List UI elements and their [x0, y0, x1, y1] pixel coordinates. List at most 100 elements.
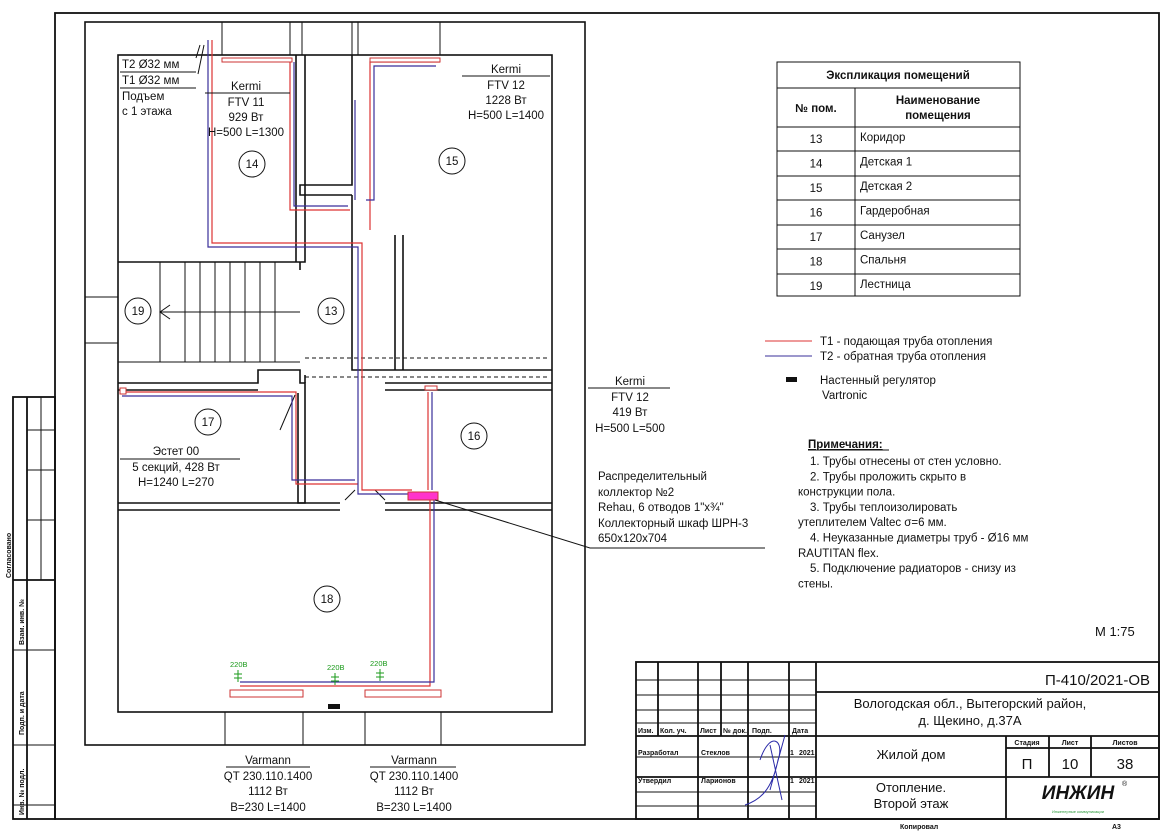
room-name-cell: Санузел [860, 230, 905, 242]
note-line: стены. [798, 578, 833, 590]
radiator-14 [221, 57, 293, 63]
riser-t2: T2 Ø32 мм [122, 59, 179, 71]
approver-name: Ларионов [701, 778, 736, 785]
tb-header: Лист [700, 728, 717, 735]
room-name-cell: Гардеробная [860, 206, 930, 218]
note-line: 3. Трубы теплоизолировать [810, 502, 957, 514]
stamp-inv-original: Инв. № подл. [18, 768, 26, 815]
object-name: Жилой дом [877, 747, 946, 762]
stamp-sign-date: Подп. и дата [19, 691, 26, 735]
return-pipes [122, 40, 436, 683]
company-logo-sub: Инженерные коммуникации [1052, 809, 1104, 814]
stage-label: Стадия [1014, 740, 1039, 747]
room-num-cell: 19 [810, 281, 823, 293]
window [364, 711, 442, 746]
riser-note: Подъем [122, 91, 164, 103]
notes-title: Примечания: [808, 439, 883, 451]
radiator-label-18b: Varmann QT 230.110.1400 1112 Вт B=230 L=… [370, 755, 458, 814]
label-line: 1112 Вт [394, 786, 434, 798]
label-line: Varmann [391, 755, 437, 767]
stamp-agreed: Согласовано [6, 533, 13, 578]
developer-day: 1 [790, 750, 794, 757]
collector-cabinet [407, 491, 439, 501]
radiator-label-14: Kermi FTV 11 929 Вт H=500 L=1300 [205, 81, 290, 139]
legend-regulator: Настенный регулятор [820, 375, 936, 387]
label-line: Rehau, 6 отводов 1"х¾" [598, 502, 724, 514]
label-line: коллектор №2 [598, 487, 674, 499]
radiator-18b [364, 689, 442, 698]
room-19: 19 [132, 306, 145, 318]
label-line: Kermi [491, 64, 521, 76]
label-line: FTV 11 [228, 97, 265, 109]
room-num-cell: 13 [810, 134, 823, 146]
room-num-cell: 18 [810, 257, 823, 269]
shaft [301, 21, 353, 56]
role-developer: Разработал [638, 749, 678, 757]
power-label: 220В [230, 660, 248, 669]
legend-t1: Т1 - подающая труба отопления [820, 336, 992, 348]
radiator-15 [369, 57, 441, 63]
developer-year: 2021 [799, 750, 815, 757]
sheets-value: 38 [1117, 756, 1134, 773]
scale: М 1:75 [1095, 624, 1135, 639]
format-label: А3 [1112, 824, 1121, 831]
explication-table: Экспликация помещений № пом. Наименовани… [776, 61, 1021, 297]
room-name-cell: Коридор [860, 132, 905, 144]
note-line: конструкции пола. [798, 487, 895, 499]
sheet-label: Лист [1062, 740, 1079, 747]
sheet-title: Второй этаж [874, 796, 949, 811]
tb-header: Подп. [752, 728, 772, 735]
sheet-value: 10 [1062, 756, 1079, 773]
room-num-cell: 15 [810, 183, 823, 195]
label-line: FTV 12 [611, 392, 649, 404]
room-name-cell: Детская 2 [860, 181, 912, 193]
label-line: H=500 L=1300 [208, 127, 284, 139]
power-label: 220В [327, 663, 345, 672]
room-13: 13 [325, 306, 338, 318]
collector-callout: Распределительный коллектор №2 Rehau, 6 … [434, 471, 765, 549]
room-14: 14 [246, 159, 259, 171]
label-line: B=230 L=1400 [376, 802, 451, 814]
label-line: B=230 L=1400 [230, 802, 305, 814]
label-line: 650х120х704 [598, 533, 668, 545]
label-line: 419 Вт [613, 407, 649, 419]
radiator-label-15: Kermi FTV 12 1228 Вт H=500 L=1400 [462, 64, 550, 122]
label-line: Коллекторный шкаф ШРН-3 [598, 518, 748, 530]
note-line: утеплителем Valtec σ=6 мм. [798, 517, 947, 529]
radiator-17 [119, 387, 127, 395]
tb-header: Кол. уч. [660, 728, 687, 735]
company-logo: ИНЖИН [1042, 783, 1116, 804]
window [224, 711, 304, 746]
label-line: H=500 L=1400 [468, 110, 544, 122]
power-label: 220В [370, 659, 388, 668]
label-line: Kermi [231, 81, 261, 93]
label-line: Varmann [245, 755, 291, 767]
tb-header: № док. [723, 727, 747, 735]
label-line: FTV 12 [487, 80, 525, 92]
role-approver: Утвердил [638, 778, 671, 785]
radiator-label-16: Kermi FTV 12 419 Вт H=500 L=500 [588, 376, 670, 435]
tb-header: Изм. [638, 728, 654, 735]
room-num-cell: 17 [810, 232, 823, 244]
label-line: Распределительный [598, 471, 707, 483]
window [357, 21, 441, 56]
stamp-replaced-inv: Взам. инв. № [18, 599, 26, 645]
label-line: Kermi [615, 376, 645, 388]
room-name-cell: Лестница [860, 279, 911, 291]
legend-regulator: Vartronic [822, 390, 867, 402]
room-markers: 14 15 19 13 17 16 18 [124, 147, 488, 613]
label-line: H=500 L=500 [595, 423, 665, 435]
table-title: Экспликация помещений [826, 70, 970, 82]
room-num-cell: 16 [810, 208, 823, 220]
radiator-18a [229, 689, 304, 698]
window [221, 21, 291, 56]
document-code: П-410/2021-ОВ [1045, 672, 1150, 689]
label-line: 5 секций, 428 Вт [132, 462, 220, 474]
registered-mark: ® [1122, 780, 1128, 788]
signature [744, 734, 786, 806]
window [84, 296, 119, 344]
note-line: 1. Трубы отнесены от стен условно. [810, 456, 1002, 468]
room-name-cell: Детская 1 [860, 157, 912, 169]
stage-value: П [1022, 756, 1033, 773]
address-line: Вологодская обл., Вытегорский район, [854, 696, 1086, 711]
